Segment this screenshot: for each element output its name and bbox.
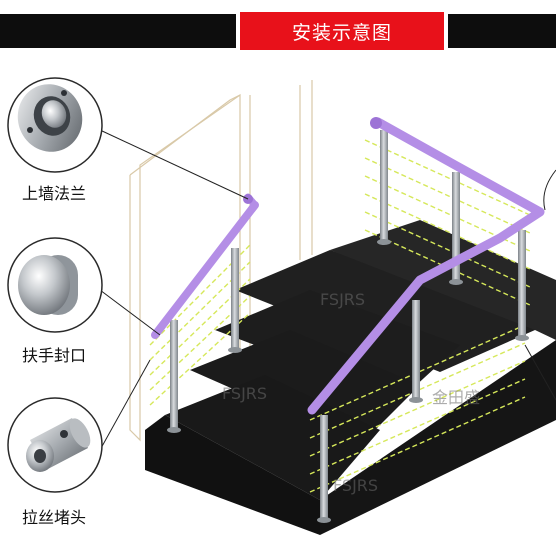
wire-plug-icon	[26, 418, 91, 472]
right-handrail	[307, 117, 545, 415]
callout-lines	[99, 129, 556, 451]
watermark: FSJRS	[333, 476, 379, 495]
watermark: FSJRS	[222, 384, 268, 403]
title-box: 安装示意图	[236, 12, 448, 50]
wall-flange-icon	[17, 84, 83, 152]
handrail-end-cap-icon	[18, 255, 78, 315]
left-posts	[167, 248, 242, 433]
part-label-wall-flange: 上墙法兰	[21, 184, 86, 203]
watermark: FSJRS	[320, 290, 366, 309]
page-title: 安装示意图	[291, 21, 392, 44]
part-label-wire-plug: 拉丝堵头	[21, 508, 86, 527]
watermark: 金田盛	[432, 388, 481, 407]
right-posts	[317, 130, 529, 523]
right-lower-wires	[309, 324, 526, 493]
part-label-end-cap: 扶手封口	[21, 346, 86, 365]
